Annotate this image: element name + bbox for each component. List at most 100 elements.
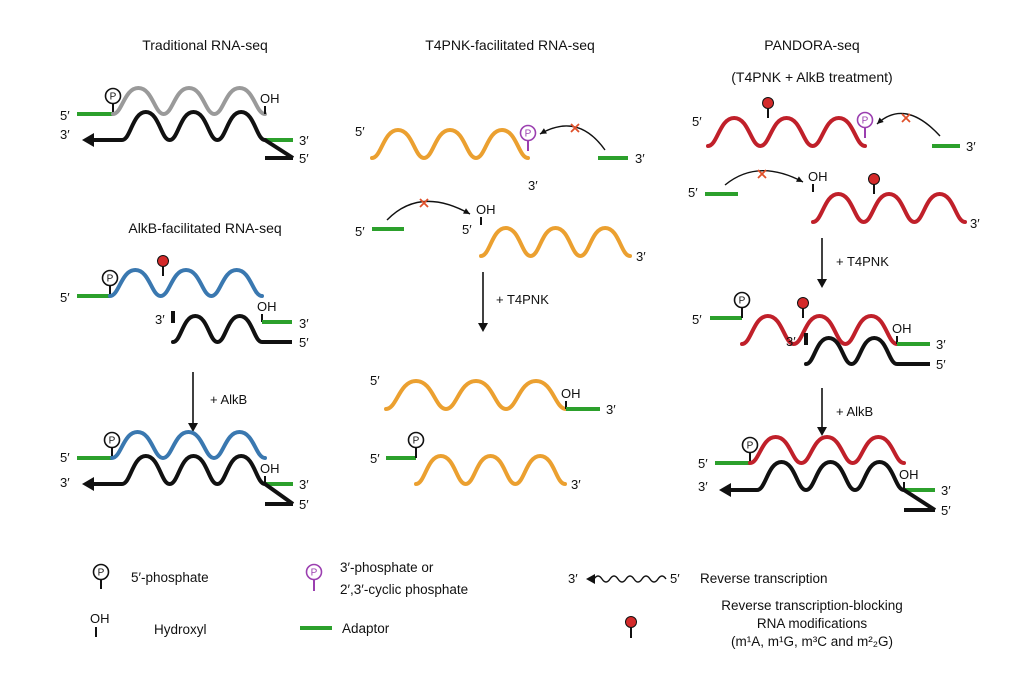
rna-strand-grey bbox=[111, 85, 267, 117]
five-prime-label: 5′ bbox=[299, 151, 309, 166]
three-prime-label: 3′ bbox=[786, 334, 796, 349]
three-prime-label: 3′ bbox=[299, 316, 309, 331]
rna-strand-orange bbox=[414, 453, 567, 487]
blocked-ligation-arrow bbox=[386, 200, 471, 221]
legend-p-letter: P bbox=[98, 568, 105, 579]
five-prime-label: 5′ bbox=[355, 224, 365, 239]
three-prime-label: 3′ bbox=[936, 337, 946, 352]
three-prime-label: 3′ bbox=[635, 151, 645, 166]
t4pnk-title: T4PNK-facilitated RNA-seq bbox=[425, 37, 595, 53]
legend-rt-five: 5′ bbox=[670, 571, 680, 586]
five-prime-label: 5′ bbox=[370, 373, 380, 388]
cdna-strand bbox=[755, 459, 906, 493]
legend-5-phosphate: 5′-phosphate bbox=[131, 570, 209, 585]
arrow-icon bbox=[82, 133, 94, 147]
arrow-icon bbox=[796, 176, 803, 182]
three-prime-label: 3′ bbox=[299, 477, 309, 492]
three-prime-label: 3′ bbox=[155, 312, 165, 327]
hydroxyl-icon: OH bbox=[260, 91, 280, 114]
arrow-icon bbox=[817, 427, 827, 436]
three-prime-label: 3′ bbox=[571, 477, 581, 492]
hydroxyl-icon: OH bbox=[90, 611, 110, 637]
hydroxyl-icon: OH bbox=[899, 467, 919, 490]
reverse-transcription-icon: 3′ 5′ bbox=[568, 571, 680, 586]
five-prime-label: 5′ bbox=[370, 451, 380, 466]
phosphate-3-icon: P bbox=[305, 563, 323, 591]
cdna-strand-tail bbox=[263, 138, 295, 160]
cdna-strand bbox=[120, 109, 267, 143]
hydroxyl-icon: OH bbox=[257, 299, 277, 322]
hydroxyl-label: OH bbox=[260, 91, 280, 106]
block-x-icon bbox=[757, 169, 767, 179]
five-prime-label: 5′ bbox=[462, 222, 472, 237]
legend-p3-letter: P bbox=[311, 568, 318, 579]
five-prime-label: 5′ bbox=[299, 335, 309, 350]
hydroxyl-label: OH bbox=[257, 299, 277, 314]
block-x-icon bbox=[419, 198, 429, 208]
hydroxyl-label: OH bbox=[561, 386, 581, 401]
three-prime-label: 3′ bbox=[60, 127, 70, 142]
modification-icon bbox=[157, 255, 169, 276]
five-prime-label: 5′ bbox=[692, 312, 702, 327]
five-prime-label: 5′ bbox=[698, 456, 708, 471]
cdna-strand-tail bbox=[902, 488, 937, 512]
phosphate-5-icon: P bbox=[101, 269, 119, 296]
rna-strand-blue bbox=[110, 429, 267, 461]
hydroxyl-label: OH bbox=[476, 202, 496, 217]
arrow-icon bbox=[817, 279, 827, 288]
legend-3-phosphate-line1: 3′-phosphate or bbox=[340, 560, 434, 575]
three-prime-label: 3′ bbox=[606, 402, 616, 417]
hydroxyl-icon: OH bbox=[808, 169, 828, 192]
rt-stop-mark bbox=[804, 333, 808, 345]
legend-modifications-line1: Reverse transcription-blocking bbox=[721, 598, 903, 613]
five-prime-label: 5′ bbox=[941, 503, 951, 518]
traditional-title: Traditional RNA-seq bbox=[142, 37, 268, 53]
hydroxyl-label: OH bbox=[899, 467, 919, 482]
phosphate-5-letter: P bbox=[110, 92, 117, 103]
modification-icon bbox=[762, 97, 774, 118]
phosphate-3-icon: P bbox=[856, 111, 874, 138]
arrow-icon bbox=[188, 423, 198, 432]
three-prime-label: 3′ bbox=[970, 216, 980, 231]
three-prime-label: 3′ bbox=[60, 475, 70, 490]
cdna-strand-truncated bbox=[171, 313, 264, 345]
hydroxyl-label: OH bbox=[260, 461, 280, 476]
three-prime-label: 3′ bbox=[636, 249, 646, 264]
hydroxyl-icon: OH bbox=[260, 461, 280, 484]
hydroxyl-icon: OH bbox=[476, 202, 496, 225]
hydroxyl-label: OH bbox=[808, 169, 828, 184]
block-x-icon bbox=[901, 113, 911, 123]
legend-reverse-transcription: Reverse transcription bbox=[700, 571, 828, 586]
three-prime-label: 3′ bbox=[941, 483, 951, 498]
hydroxyl-label: OH bbox=[892, 321, 912, 336]
rt-stop-mark bbox=[171, 311, 175, 323]
rna-strand-red bbox=[706, 115, 867, 149]
arrow-icon bbox=[719, 483, 731, 497]
blocked-ligation-arrow bbox=[876, 112, 941, 137]
rna-strand-red bbox=[811, 191, 967, 225]
rna-strand-red bbox=[748, 434, 906, 466]
cdna-strand-truncated bbox=[804, 335, 899, 367]
arrow-icon bbox=[478, 323, 488, 332]
rna-strand-orange bbox=[370, 127, 530, 161]
five-prime-label: 5′ bbox=[60, 450, 70, 465]
legend-modifications-line3: (m¹A, m¹G, m³C and m²₂G) bbox=[731, 634, 893, 649]
arrow-icon bbox=[877, 117, 884, 124]
legend-adaptor: Adaptor bbox=[342, 621, 390, 636]
legend-hydroxyl: Hydroxyl bbox=[154, 622, 207, 637]
step-plus-alkb: + AlkB bbox=[836, 404, 873, 419]
step-plus-t4pnk: + T4PNK bbox=[836, 254, 889, 269]
phosphate-5-letter: P bbox=[107, 274, 114, 285]
arrow-icon bbox=[463, 208, 470, 214]
three-prime-label: 3′ bbox=[966, 139, 976, 154]
legend-rt-three: 3′ bbox=[568, 571, 578, 586]
phosphate-5-icon: P bbox=[407, 431, 425, 458]
phosphate-5-icon: P bbox=[92, 563, 110, 589]
rna-strand-blue bbox=[108, 267, 264, 299]
phosphate-5-letter: P bbox=[747, 441, 754, 452]
phosphate-3-icon: P bbox=[519, 124, 537, 151]
arrow-icon bbox=[82, 477, 94, 491]
alkb-title: AlkB-facilitated RNA-seq bbox=[128, 220, 281, 236]
phosphate-3-letter: P bbox=[862, 116, 869, 127]
